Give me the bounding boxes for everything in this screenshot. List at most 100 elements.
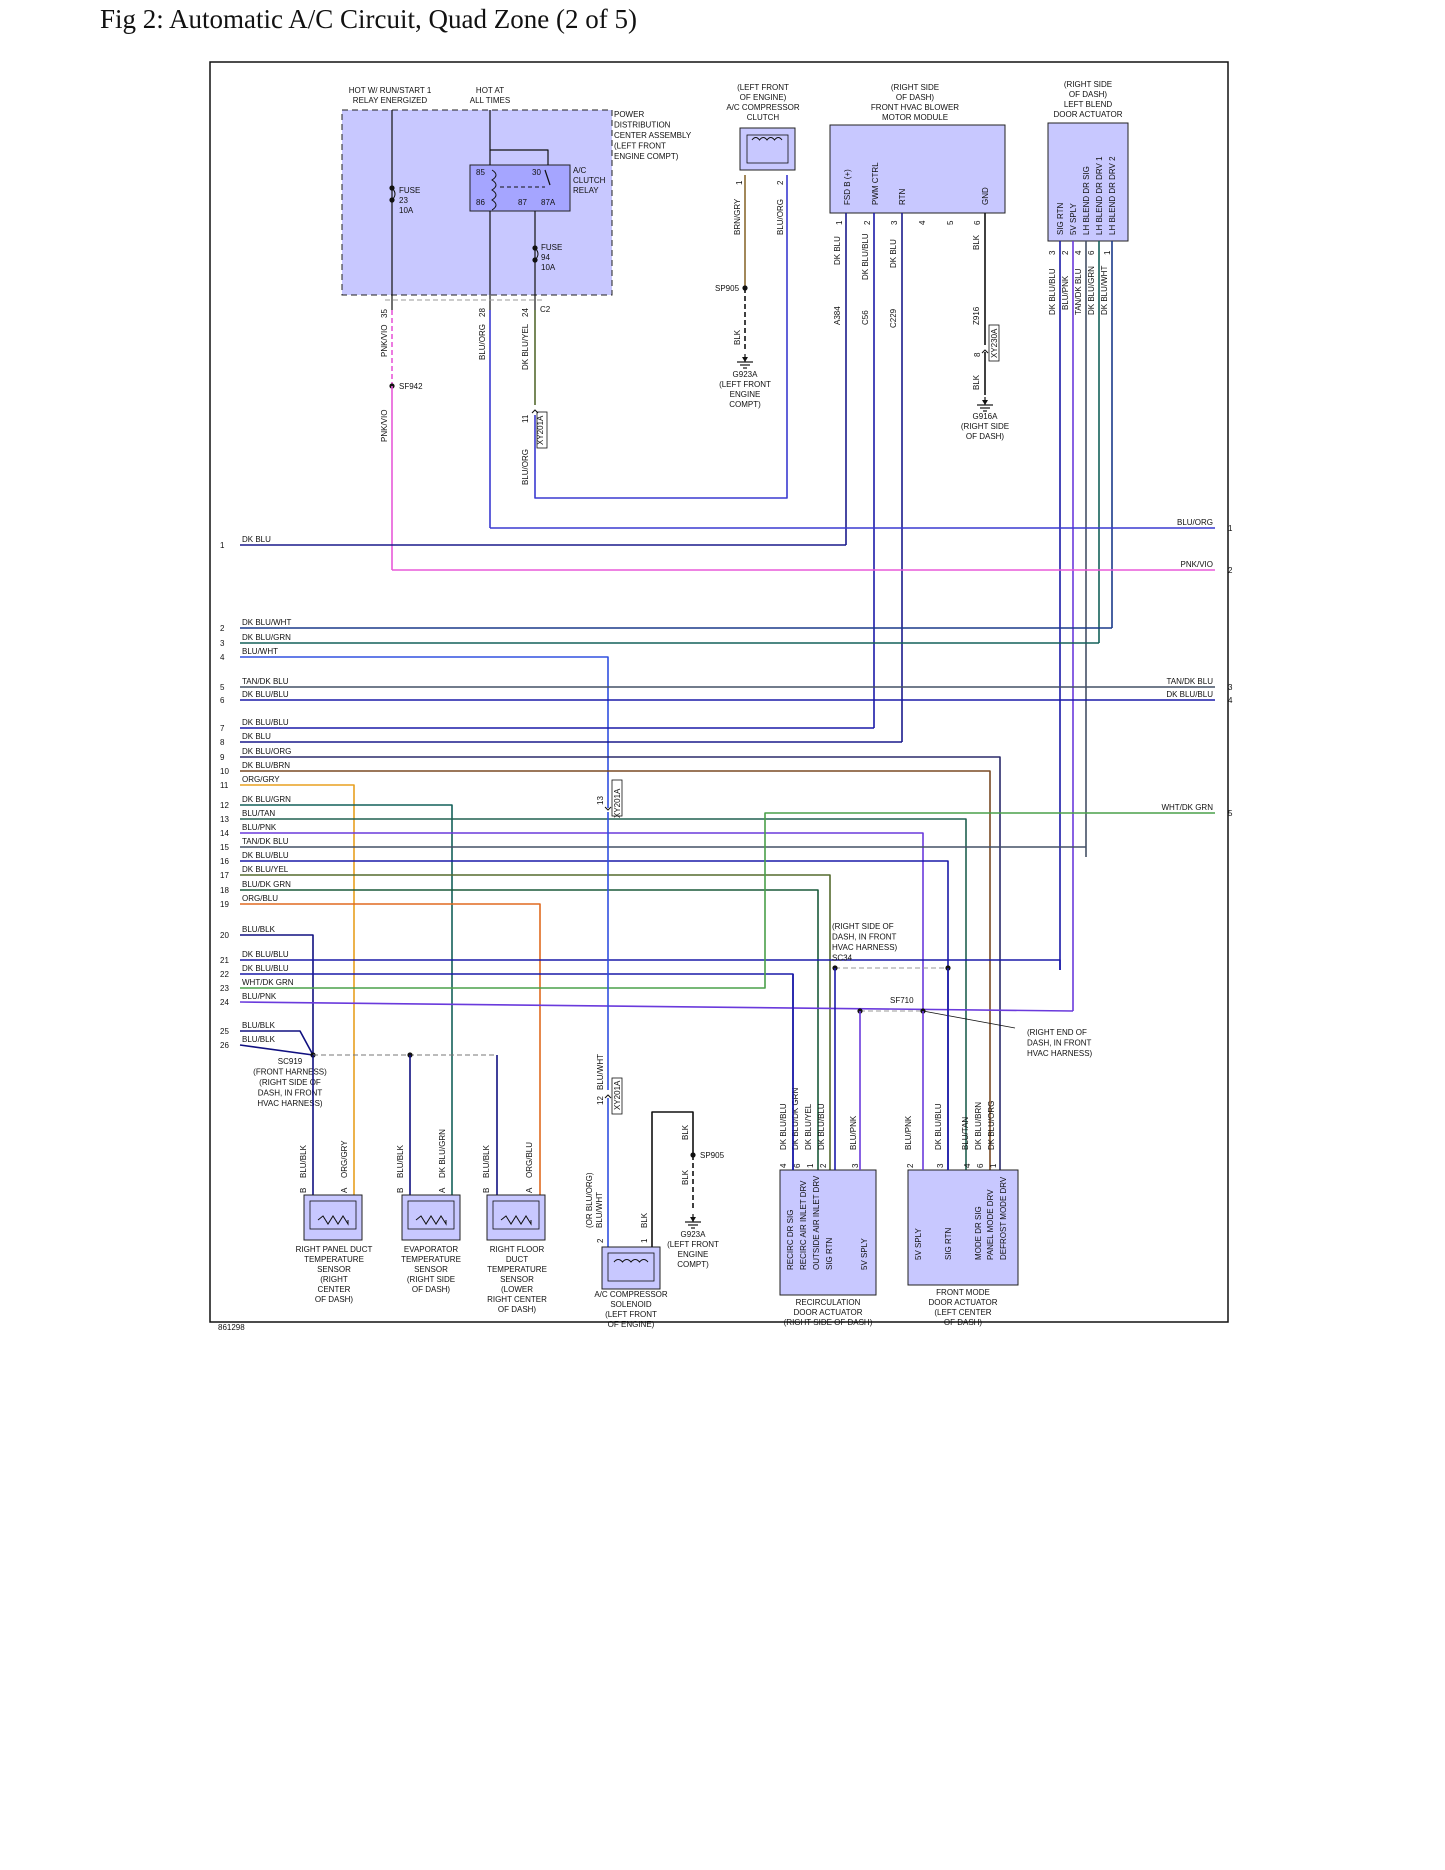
recirc-pin-label: 5V SPLY (860, 1237, 869, 1270)
blend-label: LEFT BLEND (1064, 100, 1113, 109)
connector-c2: C2 (540, 305, 551, 314)
sensor-pin: B (396, 1188, 405, 1193)
wire-left-26 (239, 1044, 314, 1056)
blend-pin-number: 1 (1103, 250, 1112, 255)
clutch-label: (LEFT FRONT (737, 83, 789, 92)
wire-label-sensor: BLU/BLK (396, 1144, 405, 1178)
mode-label: FRONT MODE (936, 1288, 990, 1297)
wire-label-blu-pnk: BLU/PNK (1061, 275, 1070, 310)
recirc-label: (RIGHT SIDE OF DASH) (784, 1318, 873, 1327)
wire-left-14 (240, 832, 924, 1011)
wire-left-12 (240, 804, 453, 1195)
hot-run-label: HOT W/ RUN/START 1 (349, 86, 432, 95)
recirc-pin-number: 2 (819, 1163, 828, 1168)
sensor-pin: A (438, 1187, 447, 1193)
circuit-z916: Z916 (972, 306, 981, 325)
left-pin-21: 21 (220, 956, 229, 965)
recirc-pin-label: RECIRC DR SIG (786, 1210, 795, 1270)
left-wire-label: DK BLU/BLU (242, 851, 289, 860)
left-pin-11: 11 (220, 781, 229, 790)
wire-label-dk-blu-grn: DK BLU/GRN (1087, 266, 1096, 315)
left-wire-label: BLU/DK GRN (242, 880, 291, 889)
sensor-pin: B (299, 1188, 308, 1193)
relay-pin-86: 86 (476, 198, 485, 207)
wire-label-dk-blu-blu: DK BLU/BLU (861, 233, 870, 280)
figure-id: 861298 (218, 1323, 245, 1332)
relay-pin-85: 85 (476, 168, 485, 177)
right-pin-2: 2 (1228, 566, 1233, 575)
right-floor-duct-sensor-label: (LOWER (501, 1285, 533, 1294)
g923a-label: COMPT) (677, 1260, 709, 1269)
figure-title: Fig 2: Automatic A/C Circuit, Quad Zone … (100, 4, 637, 34)
left-pin-6: 6 (220, 696, 225, 705)
wire-label-sensor: ORG/GRY (340, 1140, 349, 1178)
sp905-label: SP905 (715, 284, 740, 293)
wire-label-mode: DK BLU/BRN (974, 1102, 983, 1150)
blower-pin-pwm: PWM CTRL (871, 162, 880, 205)
left-pin-20: 20 (220, 931, 229, 940)
connector-xy201a: XY201A (613, 788, 622, 818)
wire-left-19 (240, 903, 541, 1195)
g916a-label: OF DASH) (966, 432, 1005, 441)
wire-label-dk-blu: DK BLU (889, 239, 898, 268)
left-pin-7: 7 (220, 724, 225, 733)
sc919-label: DASH, IN FRONT (258, 1089, 323, 1098)
right-floor-duct-sensor-resistor (500, 1215, 532, 1226)
right-panel-duct-sensor-element (309, 1200, 357, 1230)
solenoid-label: SOLENOID (610, 1300, 652, 1309)
fuse94-label: 10A (541, 263, 556, 272)
circuit-a384: A384 (833, 306, 842, 325)
pin-11: 11 (521, 414, 530, 423)
right-wire-label: PNK/VIO (1181, 560, 1213, 569)
pdc-label: ENGINE COMPT) (614, 152, 679, 161)
left-wire-label: DK BLU (242, 535, 271, 544)
right-panel-duct-sensor-label: (RIGHT (320, 1275, 348, 1284)
left-pin-12: 12 (220, 801, 229, 810)
mode-pin-label: SIG RTN (944, 1227, 953, 1260)
wire-label-blu-org: BLU/ORG (478, 324, 487, 360)
left-pin-2: 2 (220, 624, 225, 633)
pdc-label: CENTER ASSEMBLY (614, 131, 692, 140)
compressor-clutch (739, 127, 796, 171)
diagram-frame (209, 61, 1229, 1323)
mode-label: (LEFT CENTER (934, 1308, 991, 1317)
mode-pin-label: 5V SPLY (914, 1227, 923, 1260)
left-pin-9: 9 (220, 753, 225, 762)
blend-label: (RIGHT SIDE (1064, 80, 1112, 89)
wire-left-25 (240, 1030, 314, 1056)
relay-feed (489, 110, 549, 165)
right-panel-duct-sensor-label: TEMPERATURE (304, 1255, 364, 1264)
wire-label-blu-wht: BLU/WHT (596, 1054, 605, 1090)
sc34-label: SC34 (832, 954, 853, 963)
sf710-label: SF710 (890, 996, 914, 1005)
left-wire-label: DK BLU/ORG (242, 747, 291, 756)
blower-motor-module (829, 124, 1006, 214)
clutch-pin-2: 2 (776, 180, 785, 185)
left-pin-8: 8 (220, 738, 225, 747)
xy230a-box (988, 324, 1000, 362)
pdc-label: POWER (614, 110, 644, 119)
blend-pin-number: 3 (1048, 250, 1057, 255)
solenoid-label: (LEFT FRONT (605, 1310, 657, 1319)
left-wire-label: DK BLU/BRN (242, 761, 290, 770)
left-wire-label: WHT/DK GRN (242, 978, 294, 987)
left-pin-14: 14 (220, 829, 229, 838)
left-wire-label: DK BLU/WHT (242, 618, 291, 627)
left-wire-label: DK BLU/BLU (242, 950, 289, 959)
right-end-label: DASH, IN FRONT (1027, 1039, 1092, 1048)
wire-label-recirc: DK BLU/DK GRN (791, 1088, 800, 1150)
wire-label-blk: BLK (733, 329, 742, 345)
mode-pin-label: MODE DR SIG (974, 1206, 983, 1260)
wire-left-21 (240, 959, 1061, 970)
solenoid-label: OF ENGINE) (608, 1320, 655, 1329)
left-wire-label: ORG/GRY (242, 775, 280, 784)
right-end-label: (RIGHT END OF (1027, 1028, 1087, 1037)
ac-compressor-solenoid (601, 1246, 661, 1290)
blower-pin-number: 2 (863, 220, 872, 225)
right-floor-duct-sensor-label: RIGHT CENTER (487, 1295, 547, 1304)
blower-label: MOTOR MODULE (882, 113, 948, 122)
ground-g923a-arrow (690, 1217, 696, 1222)
relay-energized-label: RELAY ENERGIZED (353, 96, 428, 105)
left-pin-15: 15 (220, 843, 229, 852)
